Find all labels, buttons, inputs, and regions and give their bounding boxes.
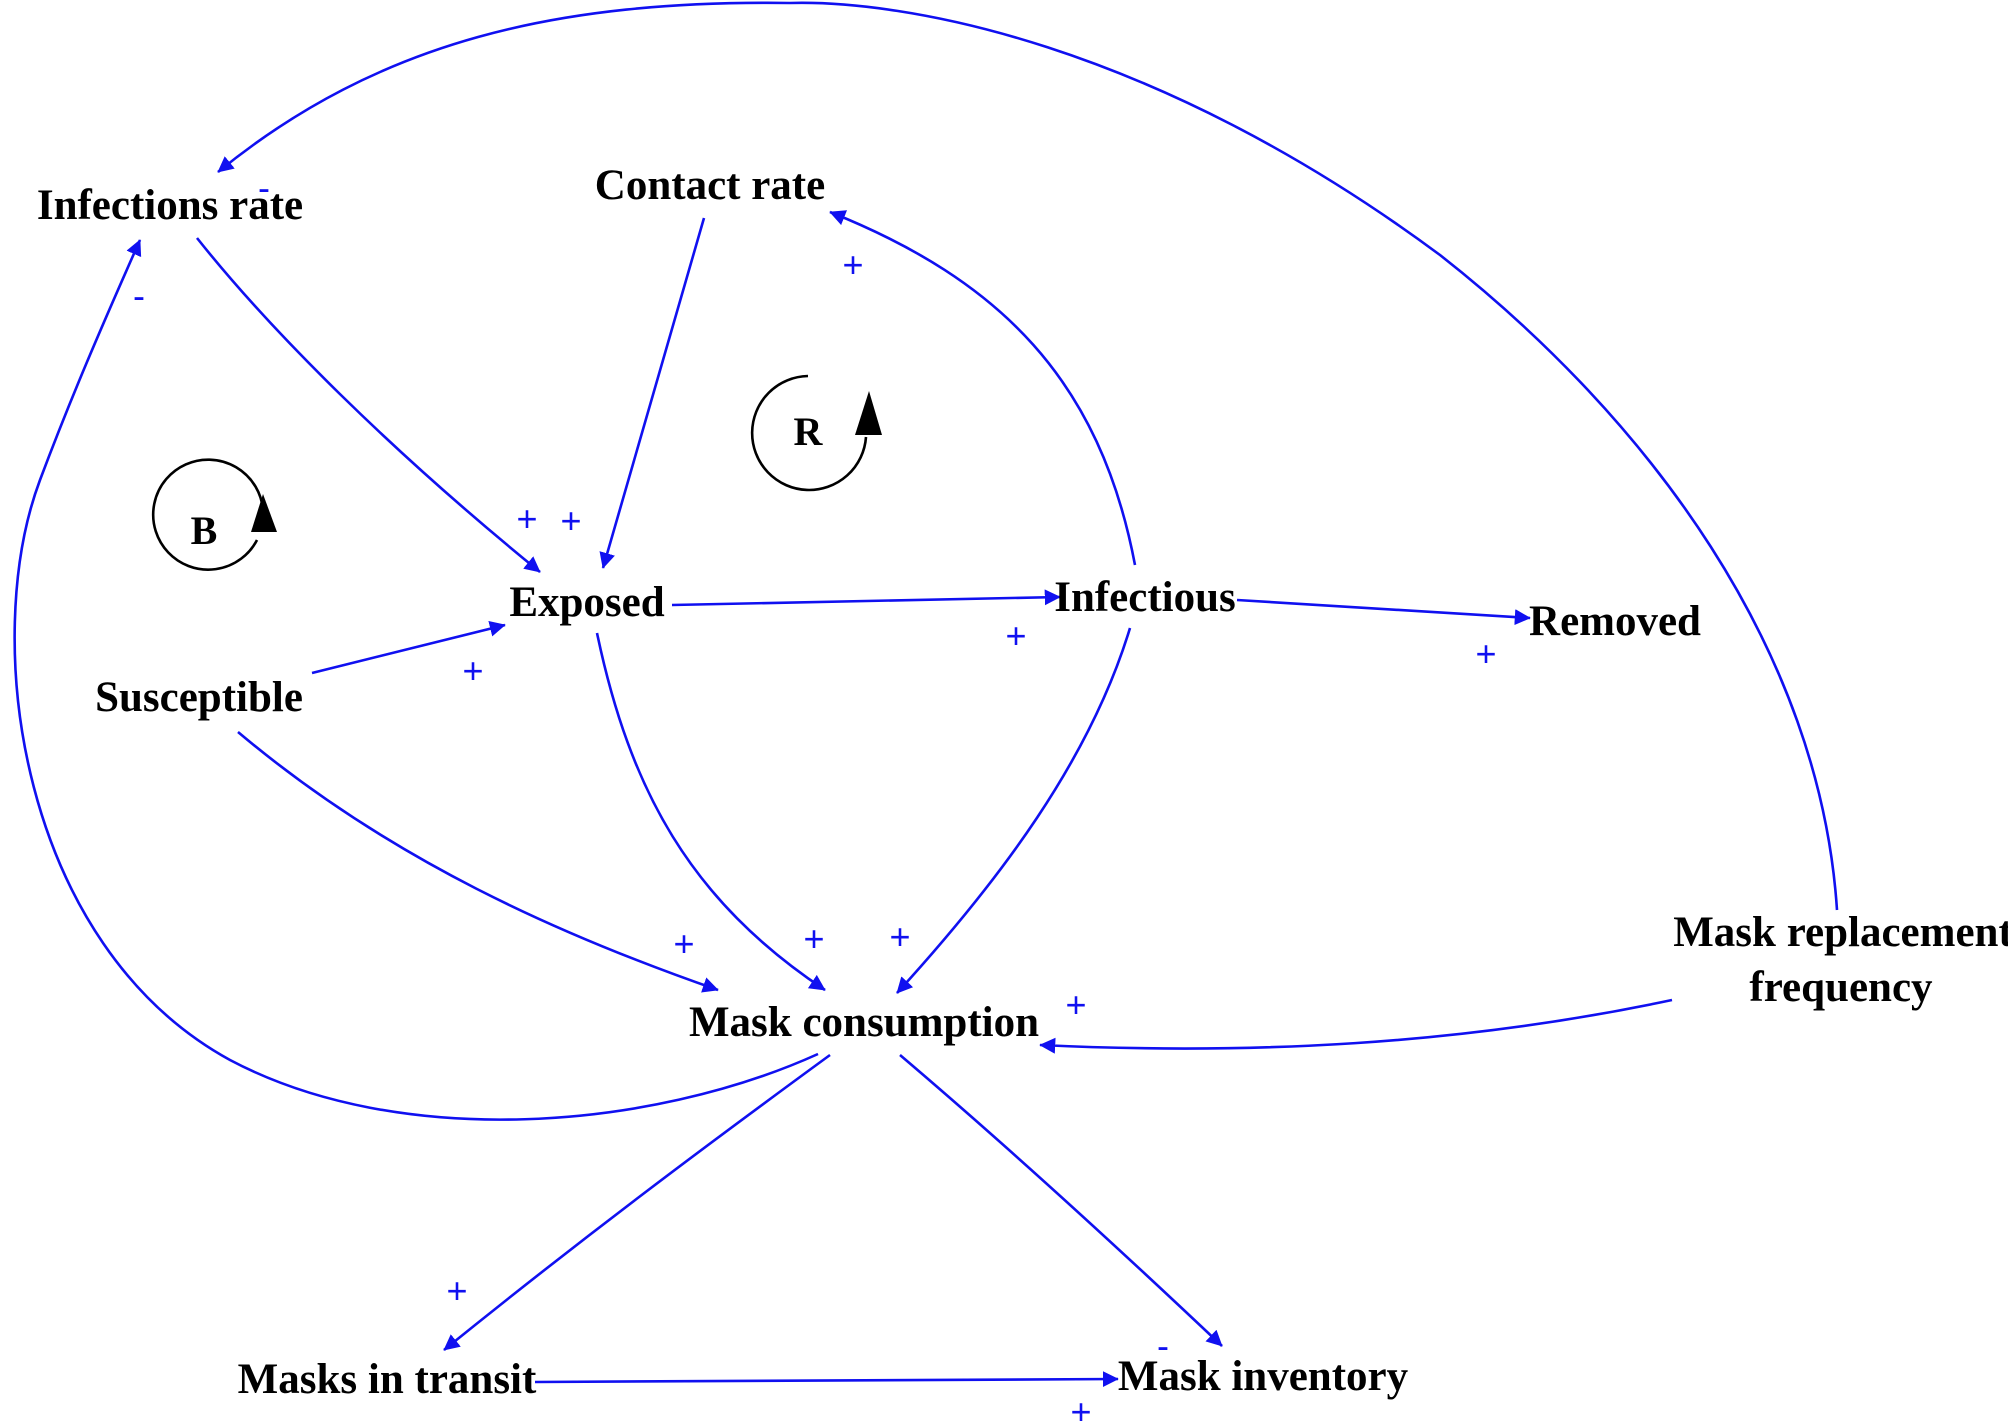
- loop-r-arrowhead-icon: [855, 391, 882, 435]
- polarity-infectious-to-mask-consumption: +: [889, 916, 910, 957]
- polarity-infectious-to-contact-rate: +: [842, 244, 863, 285]
- link-mask-replacement-frequency-to-mask-consumption: [1039, 998, 1673, 1054]
- link-susceptible-to-mask-consumption: [237, 731, 719, 993]
- nodes: Infections rate Contact rate Exposed Inf…: [37, 162, 2008, 1403]
- loop-b-label: B: [191, 508, 218, 553]
- polarity-masks-in-transit-to-mask-inventory: +: [1070, 1391, 1091, 1427]
- polarity-exposed-to-mask-consumption: +: [803, 918, 824, 959]
- polarity-mask-replacement-frequency-to-mask-consumption: +: [1065, 984, 1086, 1025]
- link-mask-consumption-to-infections-rate: [13, 239, 819, 1121]
- node-mask-inventory: Mask inventory: [1118, 1353, 1409, 1400]
- loop-r-label: R: [794, 409, 824, 454]
- link-infectious-to-removed: [1236, 598, 1531, 626]
- link-mask-replacement-frequency-to-infections-rate: [217, 1, 1839, 911]
- link-mask-consumption-to-mask-inventory: [899, 1054, 1223, 1347]
- node-infectious: Infectious: [1054, 574, 1236, 621]
- node-removed: Removed: [1529, 598, 1701, 645]
- link-mask-consumption-to-masks-in-transit: [443, 1053, 831, 1352]
- loop-b-arrowhead-icon: [251, 494, 277, 532]
- node-masks-in-transit: Masks in transit: [238, 1356, 537, 1403]
- loop-r: R: [750, 374, 882, 492]
- loop-r-arc: [750, 374, 868, 492]
- node-infections-rate: Infections rate: [37, 182, 303, 229]
- link-contact-rate-to-exposed: [599, 217, 706, 569]
- link-susceptible-to-exposed: [311, 620, 506, 675]
- links: [13, 1, 1839, 1388]
- link-infections-rate-to-exposed: [195, 237, 541, 574]
- polarity-exposed-to-infectious: +: [1005, 615, 1026, 656]
- node-susceptible: Susceptible: [95, 674, 303, 721]
- polarity-susceptible-to-mask-consumption: +: [673, 923, 694, 964]
- polarity-mask-consumption-to-mask-inventory: -: [1157, 1325, 1169, 1366]
- loop-b: B: [151, 458, 277, 571]
- polarity-mask-consumption-to-masks-in-transit: +: [446, 1270, 467, 1311]
- polarity-contact-rate-to-exposed: +: [560, 500, 581, 541]
- link-infectious-to-mask-consumption: [896, 627, 1132, 994]
- node-mask-consumption: Mask consumption: [689, 999, 1039, 1046]
- node-contact-rate: Contact rate: [595, 162, 825, 209]
- node-exposed: Exposed: [509, 579, 664, 626]
- polarity-infectious-to-removed: +: [1475, 633, 1496, 674]
- polarity-mask-replacement-frequency-to-infections-rate: -: [258, 167, 270, 208]
- node-mask-replacement-frequency-line1: Mask replacement: [1673, 909, 2008, 956]
- link-masks-in-transit-to-mask-inventory: [534, 1371, 1119, 1388]
- link-exposed-to-infectious: [671, 589, 1061, 607]
- link-infectious-to-contact-rate: [829, 210, 1137, 566]
- polarity-signs: + + + + + + + + + + - - + - +: [133, 167, 1497, 1427]
- node-mask-replacement-frequency-line2: frequency: [1749, 964, 1933, 1011]
- polarity-susceptible-to-exposed: +: [462, 650, 483, 691]
- link-exposed-to-mask-consumption: [595, 632, 826, 992]
- polarity-infections-rate-to-exposed: +: [516, 498, 537, 539]
- loop-b-arc: [151, 458, 265, 571]
- polarity-mask-consumption-to-infections-rate: -: [133, 275, 145, 316]
